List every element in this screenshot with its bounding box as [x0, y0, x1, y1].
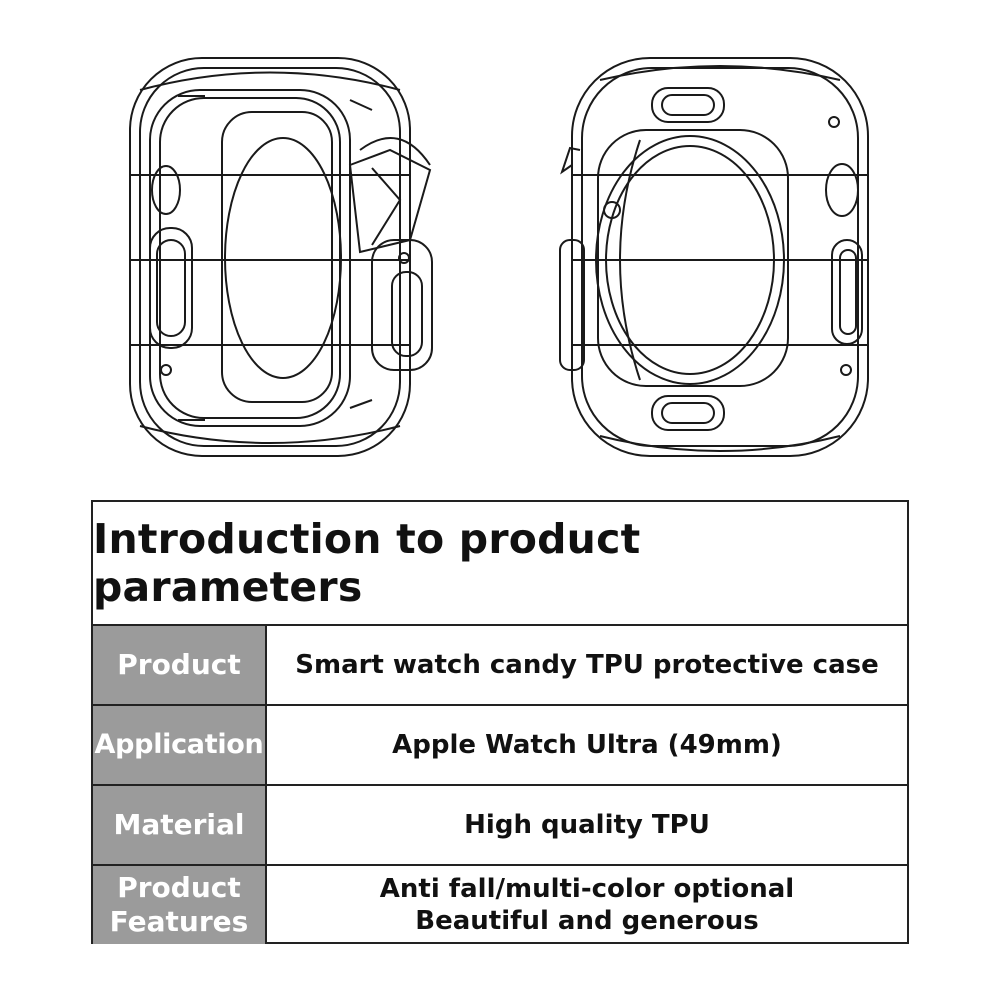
row-label: Application: [93, 706, 267, 784]
product-illustration: [129, 57, 869, 457]
product-parameters-table: Introduction to product parameters Produ…: [91, 500, 909, 944]
row-label: Product Features: [93, 866, 267, 944]
row-label: Product: [93, 626, 267, 704]
row-label: Material: [93, 786, 267, 864]
table-row-features: Product Features Anti fall/multi-color o…: [93, 866, 907, 944]
table-title: Introduction to product parameters: [93, 515, 641, 611]
case-back-view: [559, 57, 869, 457]
table-row-material: Material High quality TPU: [93, 786, 907, 866]
case-front-view: [129, 57, 433, 457]
table-row-product: Product Smart watch candy TPU protective…: [93, 626, 907, 706]
row-value: Anti fall/multi-color optional Beautiful…: [379, 873, 795, 937]
table-title-row: Introduction to product parameters: [93, 502, 907, 626]
row-value: Apple Watch Ultra (49mm): [392, 729, 782, 760]
table-row-application: Application Apple Watch Ultra (49mm): [93, 706, 907, 786]
row-value: Smart watch candy TPU protective case: [295, 649, 879, 680]
row-value: High quality TPU: [464, 809, 710, 840]
